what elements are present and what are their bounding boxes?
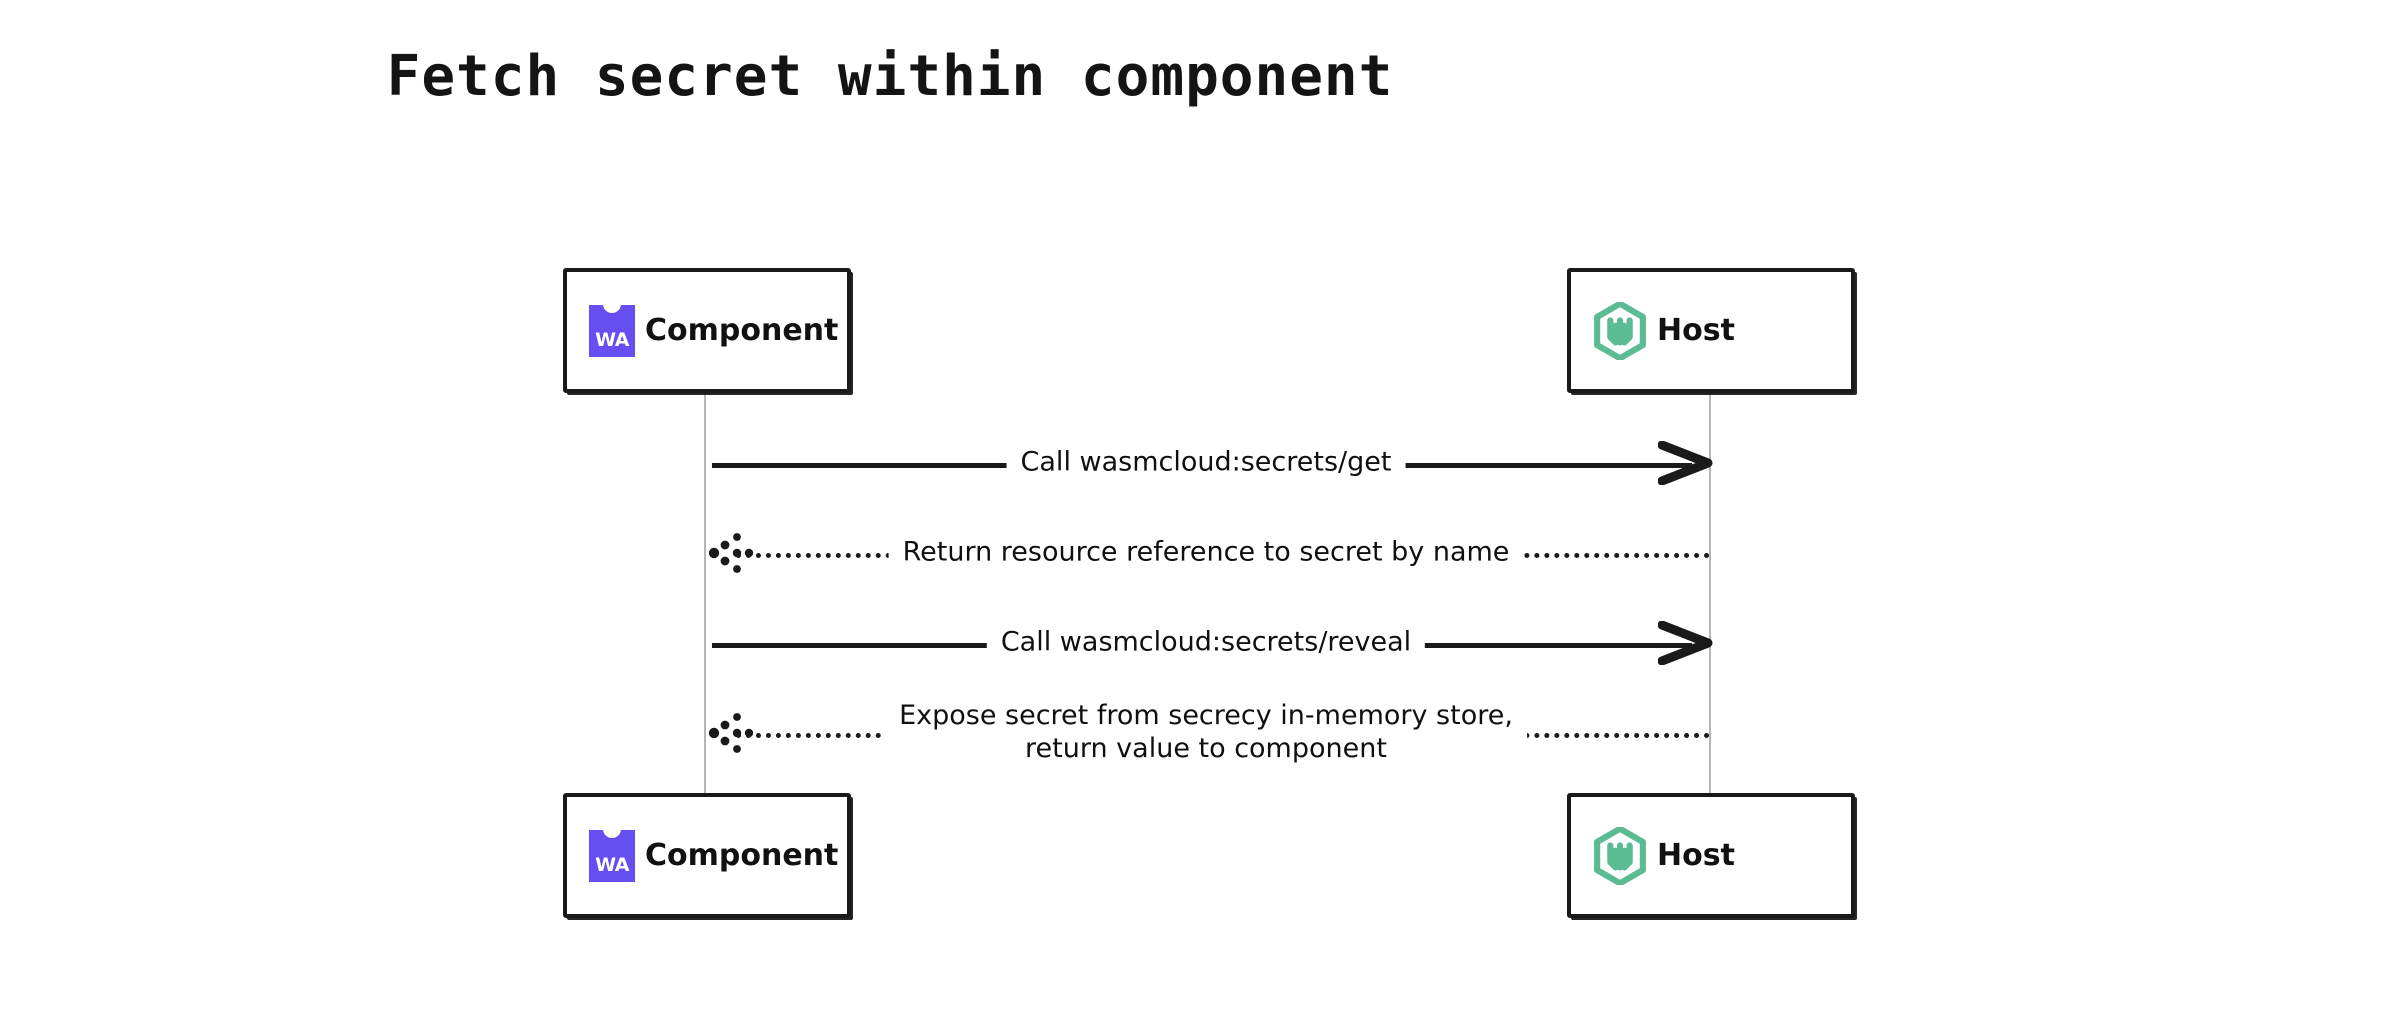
- message-4-label-line1: Expose secret from secrecy in-memory sto…: [899, 700, 1513, 732]
- webassembly-logo-text: WA: [595, 328, 629, 351]
- message-3-arrowhead-right: [1658, 621, 1713, 665]
- page-title: Fetch secret within component: [386, 44, 1394, 109]
- webassembly-logo-text: WA: [595, 853, 629, 876]
- participant-label-host-bottom: Host: [1657, 838, 1735, 873]
- message-2-label: Return resource reference to secret by n…: [888, 536, 1524, 570]
- webassembly-logo-notch: [603, 828, 621, 838]
- wasmcloud-logo-icon: [1594, 301, 1646, 360]
- message-4-label-line2: return value to component: [1025, 733, 1387, 764]
- message-3-label: Call wasmcloud:secrets/reveal: [986, 626, 1426, 660]
- participant-label-component-top: Component: [645, 313, 839, 348]
- webassembly-logo-notch: [603, 303, 621, 313]
- participant-component-bottom[interactable]: WA Component: [563, 793, 851, 918]
- participant-label-component-bottom: Component: [645, 838, 839, 873]
- message-1-label: Call wasmcloud:secrets/get: [1006, 446, 1406, 480]
- webassembly-logo-icon: WA: [589, 828, 635, 882]
- message-4-arrowhead-left: [708, 713, 754, 753]
- wasmcloud-logo-icon: [1594, 826, 1646, 885]
- participant-label-host-top: Host: [1657, 313, 1735, 348]
- message-2-arrowhead-left: [708, 533, 754, 573]
- webassembly-logo-icon: WA: [589, 303, 635, 357]
- participant-host-top[interactable]: Host: [1567, 268, 1855, 393]
- lifeline-component: [704, 393, 706, 793]
- participant-component-top[interactable]: WA Component: [563, 268, 851, 393]
- message-1-arrowhead-right: [1658, 441, 1713, 485]
- lifeline-host: [1709, 393, 1711, 793]
- participant-host-bottom[interactable]: Host: [1567, 793, 1855, 918]
- message-4-label: Expose secret from secrecy in-memory sto…: [885, 700, 1527, 766]
